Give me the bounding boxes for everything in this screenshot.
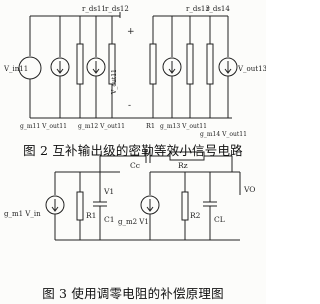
fig3-resistor-r1 <box>76 191 84 221</box>
fig2-arrow-head <box>168 68 176 74</box>
fig2-caption: 图 2 互补输出级的密勒等效小信号电路 <box>23 143 243 158</box>
fig2-label-vout13: V_out13 <box>237 65 266 73</box>
fig2-label-rds11: r_ds11 <box>82 5 106 13</box>
fig2-label-minus: - <box>128 101 131 111</box>
fig2-resistor-rds14 <box>206 43 214 85</box>
fig2-label-source-left: V_in11 <box>3 65 28 73</box>
fig2-label-rds13: r_ds13 <box>186 5 210 13</box>
fig2-label-gm11: g_m11 V_out11 <box>20 123 67 130</box>
fig2-arrow-head <box>92 68 100 74</box>
fig2-label-r1: R1 <box>146 122 155 130</box>
fig2-resistor-rds11 <box>76 43 84 85</box>
fig2-label-rds14: r_ds14 <box>206 5 230 13</box>
fig3-label-cl: CL <box>214 215 225 224</box>
fig2-label-rds12: r_ds12 <box>105 5 129 13</box>
fig2-label-gm14: g_m14 V_out11 <box>200 131 247 138</box>
fig2-resistor-r1 <box>149 43 157 85</box>
fig3-arrow-head <box>51 206 59 212</box>
fig3-label-gm2v1: g_m2 V1 <box>118 218 149 226</box>
fig2-label-vout11: V_out11 <box>111 69 118 95</box>
fig3-label-gm1v: g_m1 V_in <box>4 210 41 218</box>
fig2-label-plus: + <box>127 27 135 37</box>
fig3-label-vo: VO <box>243 185 255 194</box>
figure-canvas: V_in11 r_ds11 r_ds12 + - V_out11 g_m11 V… <box>3 5 266 301</box>
fig2-circuit <box>18 12 238 119</box>
fig3-label-v1: V1 <box>103 187 114 196</box>
fig3-label-cc: Cc <box>130 161 140 170</box>
fig3-arrow-head <box>146 206 154 212</box>
fig2-arrow-head <box>224 68 232 74</box>
fig3-circuit <box>45 149 241 241</box>
fig3-label-r2: R2 <box>190 211 201 220</box>
fig2-resistor-rds13 <box>186 43 194 85</box>
fig3-caption: 图 3 使用调零电阻的补偿原理图 <box>42 286 224 301</box>
fig2-label-gm13: g_m13 V_out11 <box>160 123 207 130</box>
fig3-label-c1: C1 <box>104 215 115 224</box>
fig3-resistor-r2 <box>181 191 189 221</box>
fig2-arrow-head <box>56 68 64 74</box>
fig2-label-gm12: g_m12 V_out11 <box>78 123 125 130</box>
fig3-label-r1: R1 <box>86 211 96 220</box>
fig3-label-rz: Rz <box>178 161 188 170</box>
circuit-diagrams: V_in11 r_ds11 r_ds12 + - V_out11 g_m11 V… <box>3 5 266 241</box>
